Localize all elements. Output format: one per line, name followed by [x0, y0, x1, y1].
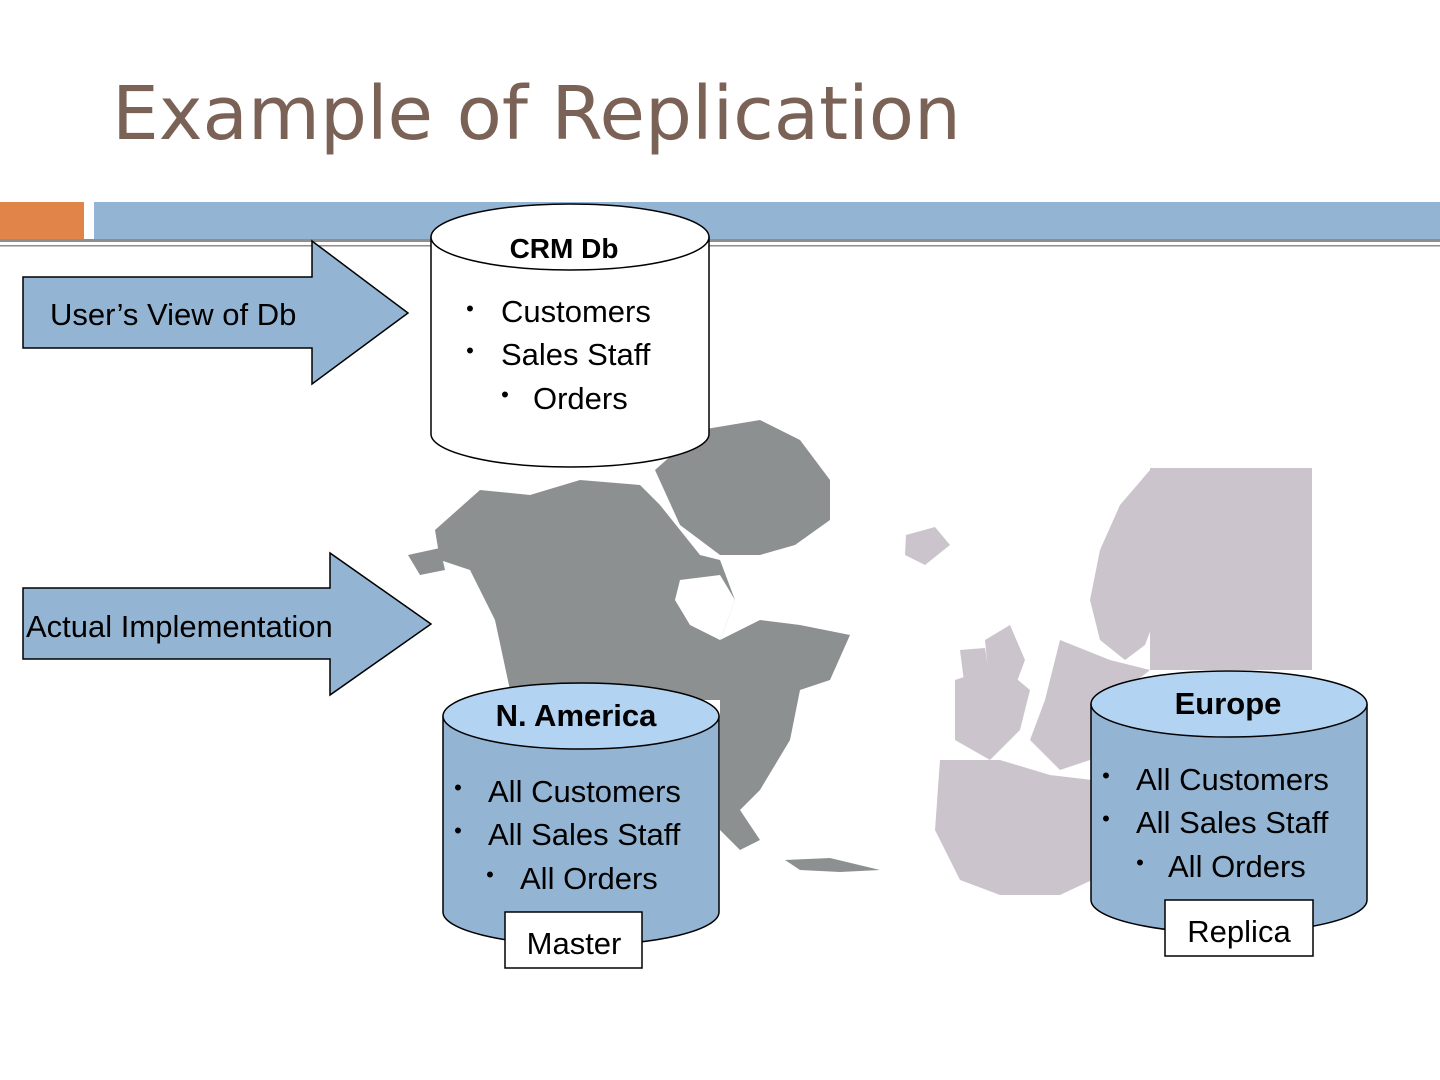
svg-text:All Orders: All Orders — [1168, 849, 1306, 884]
slide-title: Example of Replication — [112, 71, 961, 157]
na-db-title: N. America — [496, 698, 658, 733]
accent-orange-bar — [0, 202, 84, 239]
svg-text:•: • — [501, 382, 509, 407]
accent-blue-bar — [94, 202, 1440, 239]
svg-text:All Sales Staff: All Sales Staff — [488, 817, 681, 852]
svg-text:All Sales Staff: All Sales Staff — [1136, 805, 1329, 840]
na-db-item: • All Orders — [486, 861, 658, 896]
header-rule — [0, 239, 1440, 242]
svg-text:•: • — [466, 296, 474, 321]
europe-map — [905, 468, 1312, 895]
svg-text:•: • — [1102, 806, 1110, 831]
master-label: Master — [527, 926, 622, 961]
svg-text:Orders: Orders — [533, 381, 628, 416]
svg-text:Sales Staff: Sales Staff — [501, 337, 651, 372]
crm-db-item: • Orders — [501, 381, 628, 416]
svg-text:All Customers: All Customers — [1136, 762, 1329, 797]
eu-db-item: • All Sales Staff — [1102, 805, 1329, 840]
eu-db-cylinder: Europe • All Customers • All Sales Staff… — [1090, 670, 1368, 957]
header-rule-thin — [0, 245, 1440, 247]
user-view-arrow-label: User’s View of Db — [50, 297, 296, 332]
svg-text:•: • — [1136, 850, 1144, 875]
user-view-arrow — [22, 239, 410, 386]
svg-text:Customers: Customers — [501, 294, 651, 329]
svg-text:•: • — [1102, 763, 1110, 788]
replica-label: Replica — [1187, 914, 1291, 949]
svg-text:All Customers: All Customers — [488, 774, 681, 809]
crm-db-item: • Customers — [466, 294, 651, 329]
crm-db-cylinder: CRM Db • Customers • Sales Staff • Order… — [430, 203, 710, 468]
na-db-cylinder: N. America • All Customers • All Sales S… — [442, 682, 720, 969]
eu-db-title: Europe — [1175, 686, 1282, 721]
svg-text:•: • — [454, 775, 462, 800]
na-db-item: • All Sales Staff — [454, 817, 681, 852]
actual-implementation-arrow — [22, 551, 433, 697]
svg-text:•: • — [466, 338, 474, 363]
eu-db-item: • All Orders — [1136, 849, 1306, 884]
actual-implementation-arrow-label: Actual Implementation — [26, 609, 333, 644]
master-label-box — [504, 911, 643, 969]
replica-label-box — [1164, 899, 1314, 957]
svg-text:All Orders: All Orders — [520, 861, 658, 896]
eu-db-item: • All Customers — [1102, 762, 1329, 797]
svg-text:•: • — [486, 862, 494, 887]
crm-db-item: • Sales Staff — [466, 337, 651, 372]
crm-db-title: CRM Db — [510, 233, 619, 264]
na-db-item: • All Customers — [454, 774, 681, 809]
svg-text:•: • — [454, 818, 462, 843]
